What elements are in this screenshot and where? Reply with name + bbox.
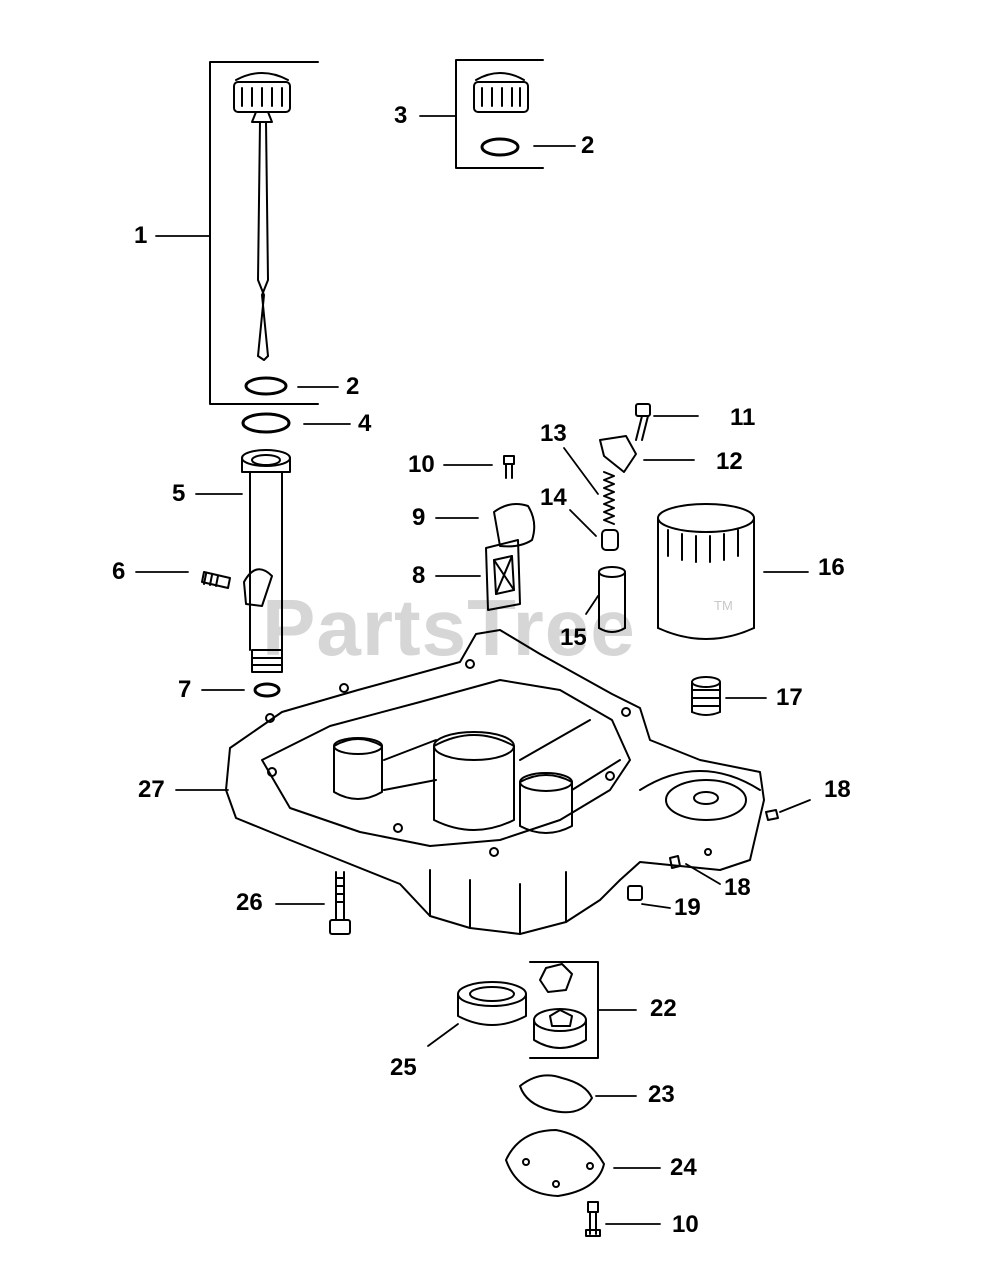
watermark: PartsTree: [262, 583, 636, 672]
callout-4: 4: [358, 410, 372, 437]
callout-18-right: 18: [824, 776, 851, 803]
o-ring-dipstick: [244, 376, 288, 396]
callout-6: 6: [112, 558, 126, 585]
callout-18-lower: 18: [724, 874, 751, 901]
bolt-11: [635, 403, 651, 441]
callout-12: 12: [716, 448, 743, 475]
callout-8: 8: [412, 562, 426, 589]
tube-bolt: [201, 568, 273, 607]
bracket-12: [599, 435, 637, 473]
bracket-cap-group: [455, 59, 544, 169]
o-ring-tube: [241, 412, 291, 434]
sleeve: [598, 566, 626, 633]
oil-seal: [457, 981, 527, 1026]
screw-bottom: [585, 1201, 601, 1237]
screw-top: [503, 455, 515, 479]
fill-cap: [473, 72, 529, 113]
callout-19: 19: [674, 894, 701, 921]
callout-7: 7: [178, 676, 192, 703]
callout-17: 17: [776, 684, 803, 711]
dipstick-tube: [241, 449, 291, 673]
callout-22: 22: [650, 995, 677, 1022]
callout-2-cap: 2: [581, 132, 595, 159]
callout-5: 5: [172, 480, 186, 507]
callout-25: 25: [390, 1054, 417, 1081]
spring: [603, 471, 615, 525]
breather-plate: [493, 503, 536, 548]
callout-27: 27: [138, 776, 165, 803]
callout-9: 9: [412, 504, 426, 531]
decal: [485, 539, 521, 611]
o-ring-small: [253, 682, 281, 698]
callout-23: 23: [648, 1081, 675, 1108]
callout-2-dipstick: 2: [346, 373, 360, 400]
callout-1: 1: [134, 222, 148, 249]
bracket-dipstick-group: [209, 61, 319, 405]
callout-3: 3: [394, 102, 408, 129]
pump-cover: [505, 1129, 605, 1197]
leader-lines: [135, 115, 811, 1225]
plug-18-right: [765, 809, 779, 821]
callout-14: 14: [540, 484, 567, 511]
callout-16: 16: [818, 554, 845, 581]
callout-13: 13: [540, 420, 567, 447]
plug-19: [627, 885, 643, 901]
callout-10-bottom: 10: [672, 1211, 699, 1238]
callout-10-top: 10: [408, 451, 435, 478]
gasket: [519, 1074, 593, 1114]
spring-fitting: [691, 676, 721, 716]
callout-11: 11: [730, 404, 756, 431]
callout-15: 15: [560, 624, 587, 651]
oil-filter: [657, 503, 755, 640]
callout-24: 24: [670, 1154, 697, 1181]
dipstick: [233, 72, 291, 361]
long-bolt: [329, 871, 351, 935]
callout-26: 26: [236, 889, 263, 916]
oil-pump-rotor: [533, 963, 587, 1049]
oil-pan: [225, 629, 765, 935]
o-ring-cap: [480, 137, 520, 157]
watermark-trademark: TM: [714, 598, 733, 613]
plug-18-lower: [669, 855, 681, 869]
pin: [601, 529, 619, 551]
